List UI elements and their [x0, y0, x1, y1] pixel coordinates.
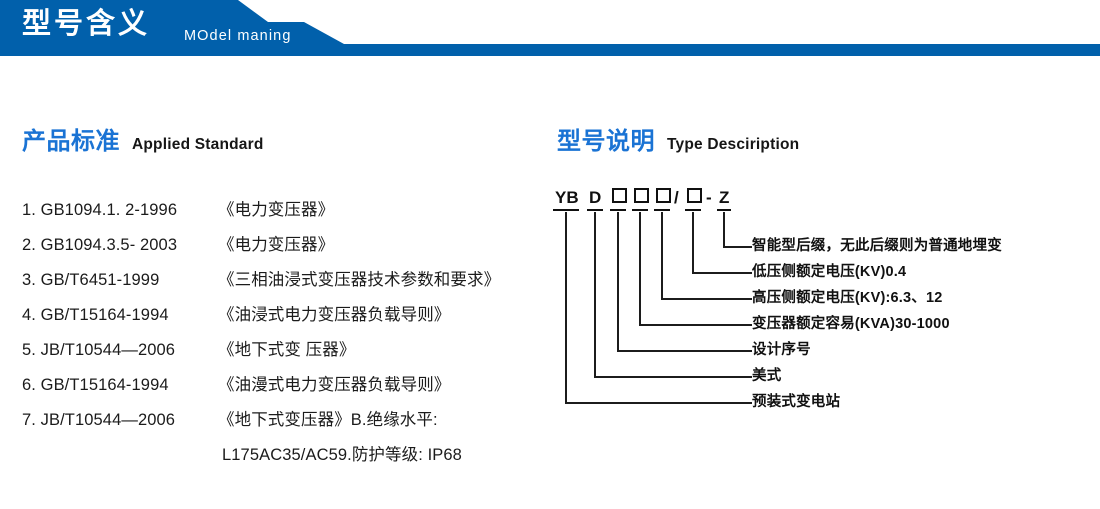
code-token-yb: YB — [555, 188, 579, 207]
leader-vline-6 — [594, 212, 596, 378]
code-token-box-3 — [656, 188, 671, 209]
code-token-box-2 — [634, 188, 649, 209]
standard-code: 1. GB1094.1. 2-1996 — [22, 201, 178, 219]
section-heading-standard-english: Applied Standard — [132, 136, 264, 153]
square-placeholder-icon — [612, 188, 627, 203]
standard-name: 《地下式变压器》B.绝缘水平: — [218, 411, 438, 429]
code-token-slash: / — [674, 188, 679, 207]
leader-vline-3 — [661, 212, 663, 300]
list-item: 7. JB/T10544—2006 《地下式变压器》B.绝缘水平: — [22, 406, 542, 441]
section-heading-applied-standard: 产品标准 Applied Standard — [22, 121, 264, 156]
section-heading-type-chinese: 型号说明 — [557, 128, 655, 155]
square-placeholder-icon — [687, 188, 702, 203]
banner-title-chinese: 型号含义 — [22, 8, 151, 40]
standard-name: 《三相油浸式变压器技术参数和要求》 — [218, 271, 501, 289]
callout-label-4: 变压器额定容易(KVA)30-1000 — [752, 316, 950, 332]
square-placeholder-icon — [656, 188, 671, 203]
code-token-d: D — [589, 188, 602, 207]
list-item: 6. GB/T15164-1994 《油漫式电力变压器负载导则》 — [22, 371, 542, 406]
square-placeholder-icon — [634, 188, 649, 203]
section-heading-type-english: Type Desciription — [667, 136, 800, 153]
code-token-dash: - — [706, 188, 712, 207]
code-underline-box-1 — [610, 209, 626, 211]
standard-code: 3. GB/T6451-1999 — [22, 271, 160, 289]
leader-hline-5 — [617, 350, 752, 352]
callout-label-7: 预装式变电站 — [752, 394, 841, 410]
type-designation-diagram: YB D / - Z 智能型后缀，无此后缀则为普通地埋变 低压侧额定电压(KV)… — [540, 188, 1100, 448]
list-item: 4. GB/T15164-1994 《油浸式电力变压器负载导则》 — [22, 301, 542, 336]
list-item: 2. GB1094.3.5- 2003 《电力变压器》 — [22, 231, 542, 266]
list-item: 5. JB/T10544—2006 《地下式变 压器》 — [22, 336, 542, 371]
leader-hline-1 — [723, 246, 752, 248]
code-underline-box-2 — [632, 209, 648, 211]
page-header-banner: 型号含义 MOdel maning — [0, 0, 1100, 56]
code-underline-d — [587, 209, 603, 211]
leader-vline-4 — [639, 212, 641, 326]
list-item: 3. GB/T6451-1999 《三相油浸式变压器技术参数和要求》 — [22, 266, 542, 301]
leader-hline-2 — [692, 272, 752, 274]
standard-code: 7. JB/T10544—2006 — [22, 411, 176, 429]
leader-hline-6 — [594, 376, 752, 378]
section-heading-type-description: 型号说明 Type Desciription — [557, 121, 799, 156]
list-item: 1. GB1094.1. 2-1996 《电力变压器》 — [22, 196, 542, 231]
callout-label-5: 设计序号 — [752, 342, 811, 358]
standard-code: 4. GB/T15164-1994 — [22, 306, 169, 324]
code-token-z: Z — [719, 188, 730, 207]
list-item-continuation: L175AC35/AC59.防护等级: IP68 — [22, 441, 542, 476]
standard-name: L175AC35/AC59.防护等级: IP68 — [222, 446, 462, 464]
code-underline-box-3 — [654, 209, 670, 211]
banner-title-english: MOdel maning — [184, 28, 292, 44]
standard-name: 《油浸式电力变压器负载导则》 — [218, 306, 451, 324]
code-token-box-1 — [612, 188, 627, 209]
code-underline-box-4 — [685, 209, 701, 211]
standard-name: 《地下式变 压器》 — [218, 341, 356, 359]
leader-hline-4 — [639, 324, 752, 326]
standard-name: 《油漫式电力变压器负载导则》 — [218, 376, 451, 394]
banner-background-shape — [0, 0, 1100, 56]
leader-vline-2 — [692, 212, 694, 274]
standard-code: 2. GB1094.3.5- 2003 — [22, 236, 178, 254]
code-underline-yb — [553, 209, 579, 211]
leader-vline-5 — [617, 212, 619, 352]
standard-code: 6. GB/T15164-1994 — [22, 376, 169, 394]
standard-name: 《电力变压器》 — [218, 236, 335, 254]
callout-label-3: 高压侧额定电压(KV):6.3、12 — [752, 290, 943, 306]
section-heading-standard-chinese: 产品标准 — [22, 128, 120, 155]
standard-name: 《电力变压器》 — [218, 201, 335, 219]
leader-vline-1 — [723, 212, 725, 248]
leader-hline-7 — [565, 402, 752, 404]
applied-standard-list: 1. GB1094.1. 2-1996 《电力变压器》 2. GB1094.3.… — [22, 196, 542, 476]
callout-label-6: 美式 — [752, 368, 782, 384]
standard-code: 5. JB/T10544—2006 — [22, 341, 176, 359]
callout-label-1: 智能型后缀，无此后缀则为普通地埋变 — [752, 238, 1002, 254]
code-underline-z — [717, 209, 731, 211]
callout-label-2: 低压侧额定电压(KV)0.4 — [752, 264, 907, 280]
leader-vline-7 — [565, 212, 567, 404]
leader-hline-3 — [661, 298, 752, 300]
code-token-box-4 — [687, 188, 702, 209]
